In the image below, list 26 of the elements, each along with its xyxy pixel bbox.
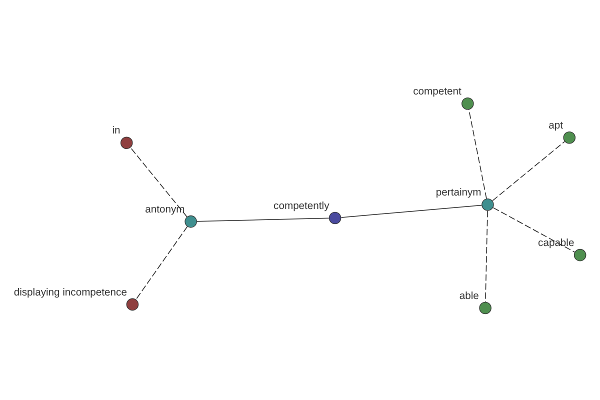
node-circle <box>120 136 133 149</box>
node-label: antonym <box>145 204 185 216</box>
node-circle <box>574 248 586 262</box>
connector <box>196 218 330 222</box>
node-circle <box>126 298 139 311</box>
node-label: pertainym <box>436 187 482 198</box>
connector <box>130 147 188 218</box>
node-label: competently <box>274 200 330 212</box>
node-circle <box>482 198 494 211</box>
node-circle <box>462 98 474 110</box>
connector <box>135 226 188 300</box>
node-circle <box>184 215 197 228</box>
node-label: in <box>112 126 120 137</box>
node-label: apt <box>548 120 563 132</box>
connector <box>492 141 566 202</box>
node-circle <box>328 212 342 224</box>
node-label: capable <box>538 238 574 249</box>
node-label: able <box>459 290 479 302</box>
node-label: competent <box>413 86 462 98</box>
node-circle <box>479 302 492 314</box>
connector <box>468 109 487 200</box>
connector <box>492 207 576 253</box>
node-circle <box>563 132 576 144</box>
node-label: displaying incompetence <box>14 287 127 298</box>
connector <box>485 210 488 302</box>
connector <box>340 204 482 218</box>
